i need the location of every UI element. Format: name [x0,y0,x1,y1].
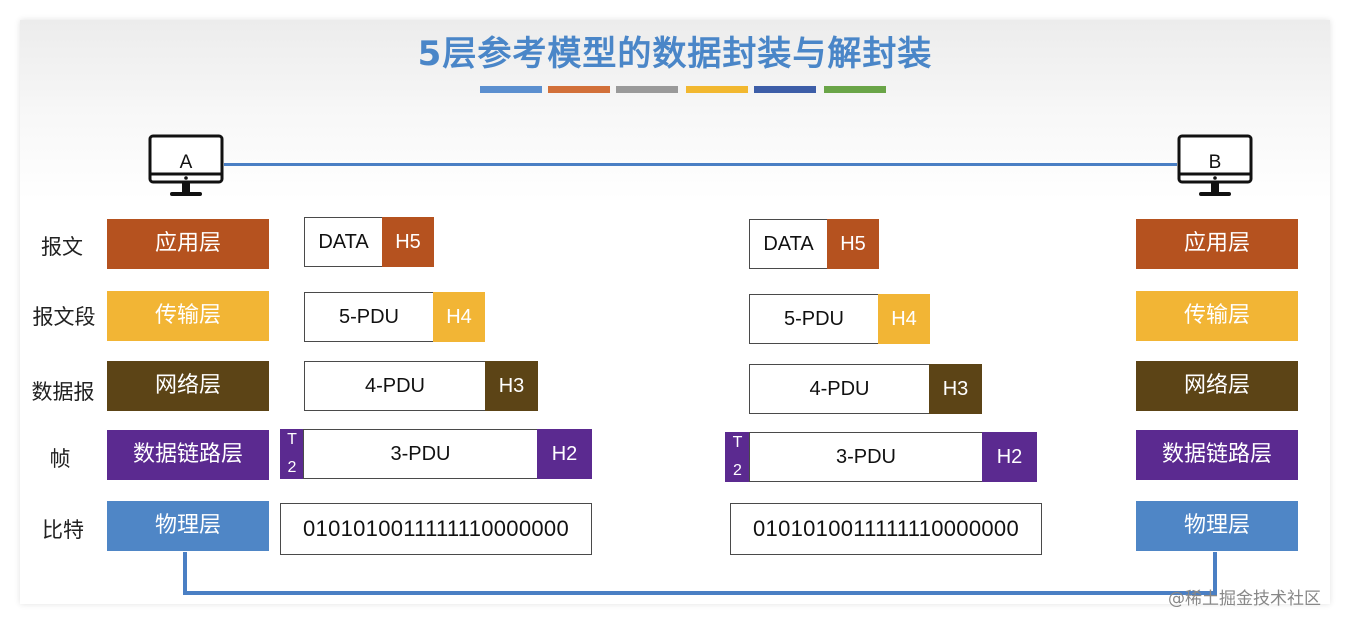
pdu-trailer-top: T [287,431,297,448]
pdu-data: 5-PDU [749,294,879,344]
row-label-transport: 报文段 [32,305,96,329]
stripe-yellow [686,86,748,93]
pdu-header: H5 [382,217,434,267]
pdu-data: 5-PDU [304,292,434,342]
layer-a-application: 应用层 [107,219,269,269]
pdu-header: H2 [537,429,592,479]
stripe-green [824,86,886,93]
physical-link-right [1213,552,1217,594]
watermark: @稀土掘金技术社区 [1168,589,1321,609]
host-b-label: B [1208,152,1222,173]
pdu-header: H2 [982,432,1037,482]
pdu-trailer: T 2 [280,429,304,479]
pdu-trailer-top: T [732,434,743,451]
physical-link-bottom [183,591,1217,595]
pdu-sender-bits: 0101010011111110000000 [280,503,592,555]
row-label-application: 报文 [41,235,83,259]
row-label-physical: 比特 [42,518,84,542]
pdu-receiver-bits: 0101010011111110000000 [730,503,1042,555]
stripe-blue [480,86,542,93]
host-a: A [148,134,224,200]
host-b: B [1177,134,1253,200]
stripe-orange [548,86,610,93]
layer-b-datalink: 数据链路层 [1136,430,1298,480]
pdu-header: H5 [827,219,879,269]
pdu-header: H4 [878,294,930,344]
layer-a-transport: 传输层 [107,291,269,341]
row-label-datalink: 帧 [49,447,71,471]
diagram-title: 5层参考模型的数据封装与解封装 [417,34,933,74]
layer-a-datalink: 数据链路层 [107,430,269,480]
layer-b-physical: 物理层 [1136,501,1298,551]
layer-b-application: 应用层 [1136,219,1298,269]
stripe-navy [754,86,816,93]
pdu-trailer-bottom: 2 [287,459,297,476]
physical-link-left [183,552,187,594]
pdu-data: 4-PDU [304,361,486,411]
pdu-header: H3 [485,361,538,411]
pdu-trailer: T 2 [725,432,750,482]
pdu-data: DATA [304,217,383,267]
monitor-icon [1177,134,1253,196]
layer-b-transport: 传输层 [1136,291,1298,341]
monitor-icon [148,134,224,196]
row-label-network: 数据报 [31,380,95,404]
layer-a-network: 网络层 [107,361,269,411]
layer-a-physical: 物理层 [107,501,269,551]
pdu-data: DATA [749,219,828,269]
pdu-data: 4-PDU [749,364,930,414]
pdu-data: 3-PDU [749,432,983,482]
stripe-gray [616,86,678,93]
pdu-data: 3-PDU [303,429,538,479]
logical-link-line [224,163,1177,166]
pdu-trailer-bottom: 2 [733,462,742,479]
pdu-header: H4 [433,292,485,342]
host-a-label: A [179,152,193,173]
layer-b-network: 网络层 [1136,361,1298,411]
pdu-header: H3 [929,364,982,414]
